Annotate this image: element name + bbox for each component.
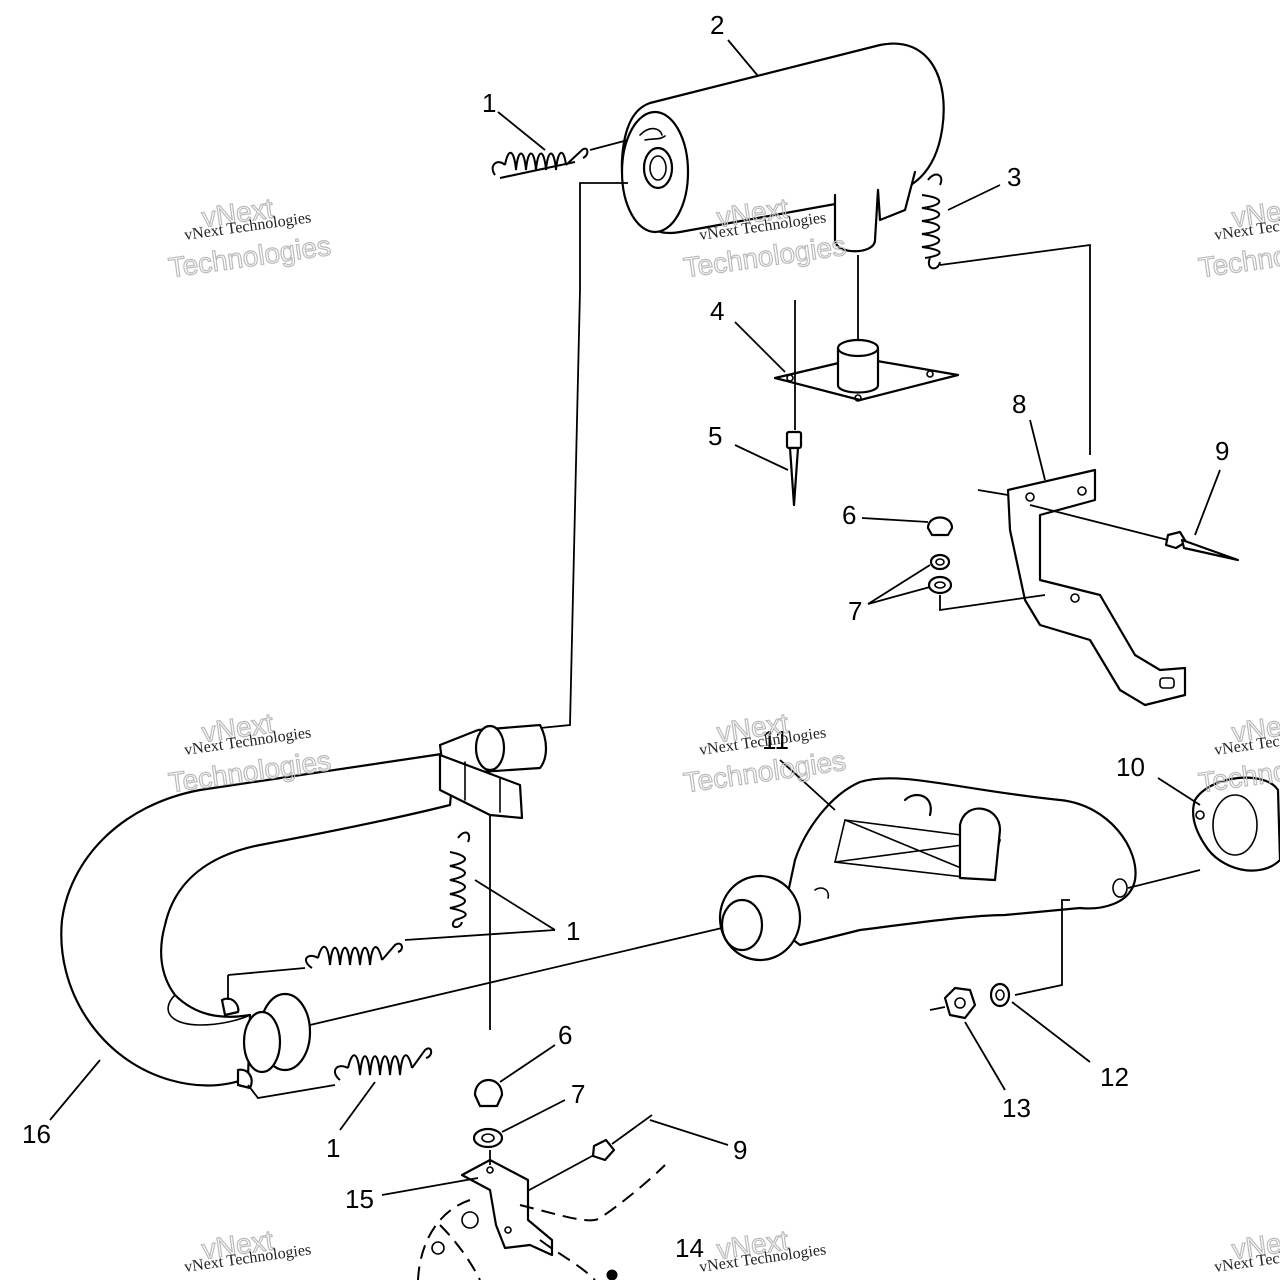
callout-16: 16 bbox=[22, 1119, 51, 1149]
callout-6-bottom: 6 bbox=[558, 1020, 572, 1050]
watermark: vNext vNext Technologies Technologies bbox=[681, 707, 848, 799]
head-pipe bbox=[60, 723, 723, 1090]
chassis-outline bbox=[417, 1164, 666, 1280]
gasket bbox=[1191, 776, 1280, 872]
callout-4: 4 bbox=[710, 296, 724, 326]
cap bbox=[473, 1079, 504, 1108]
callout-14: 14 bbox=[675, 1233, 704, 1263]
muffler bbox=[620, 42, 945, 253]
bolt bbox=[1029, 504, 1240, 562]
watermark: vNext vNext Technologies bbox=[698, 1224, 827, 1276]
callout-12: 12 bbox=[1100, 1062, 1129, 1092]
callout-1-top: 1 bbox=[482, 88, 496, 118]
bracket bbox=[977, 468, 1187, 707]
cap bbox=[926, 516, 954, 537]
callout-13: 13 bbox=[1002, 1093, 1031, 1123]
spring bbox=[491, 139, 629, 179]
callout-9-bottom: 9 bbox=[733, 1135, 747, 1165]
mounting-plate bbox=[773, 300, 960, 430]
callout-10: 10 bbox=[1116, 752, 1145, 782]
watermark: vNext vNext Technologies bbox=[1213, 1224, 1280, 1276]
spring bbox=[247, 1047, 433, 1099]
callout-leaders bbox=[49, 39, 1221, 1196]
washer bbox=[989, 982, 1011, 1008]
bolt bbox=[519, 1114, 653, 1196]
callout-5: 5 bbox=[708, 421, 722, 451]
callout-7-bottom: 7 bbox=[571, 1079, 585, 1109]
watermark: vNext vNext Technologies Technologies bbox=[166, 192, 333, 284]
spring bbox=[921, 173, 1091, 455]
watermark: vNext vNext Technologies Technologies bbox=[1196, 192, 1280, 284]
callout-2: 2 bbox=[710, 10, 724, 40]
callout-15: 15 bbox=[345, 1184, 374, 1214]
bracket bbox=[460, 1150, 554, 1257]
watermark: vNext vNext Technologies bbox=[183, 1224, 312, 1276]
bolt bbox=[785, 430, 803, 507]
spring bbox=[227, 942, 403, 1000]
expansion-chamber bbox=[718, 777, 1201, 996]
callout-6-top: 6 bbox=[842, 500, 856, 530]
callout-11: 11 bbox=[762, 725, 789, 755]
nut bbox=[929, 986, 977, 1020]
callout-1-bottom: 1 bbox=[326, 1133, 340, 1163]
callout-1-mid: 1 bbox=[566, 916, 580, 946]
connector-line bbox=[539, 182, 628, 729]
washer bbox=[472, 1127, 504, 1149]
callout-8: 8 bbox=[1012, 389, 1026, 419]
callout-labels: 1 2 3 4 5 6 7 8 9 10 11 1 6 7 9 12 13 14… bbox=[22, 10, 1229, 1263]
watermark: vNext vNext Technologies Technologies bbox=[1196, 707, 1280, 799]
callout-9-top: 9 bbox=[1215, 436, 1229, 466]
callout-7-top: 7 bbox=[848, 596, 862, 626]
spring bbox=[449, 831, 471, 928]
callout-3: 3 bbox=[1007, 162, 1021, 192]
washer-stack bbox=[927, 553, 1046, 612]
